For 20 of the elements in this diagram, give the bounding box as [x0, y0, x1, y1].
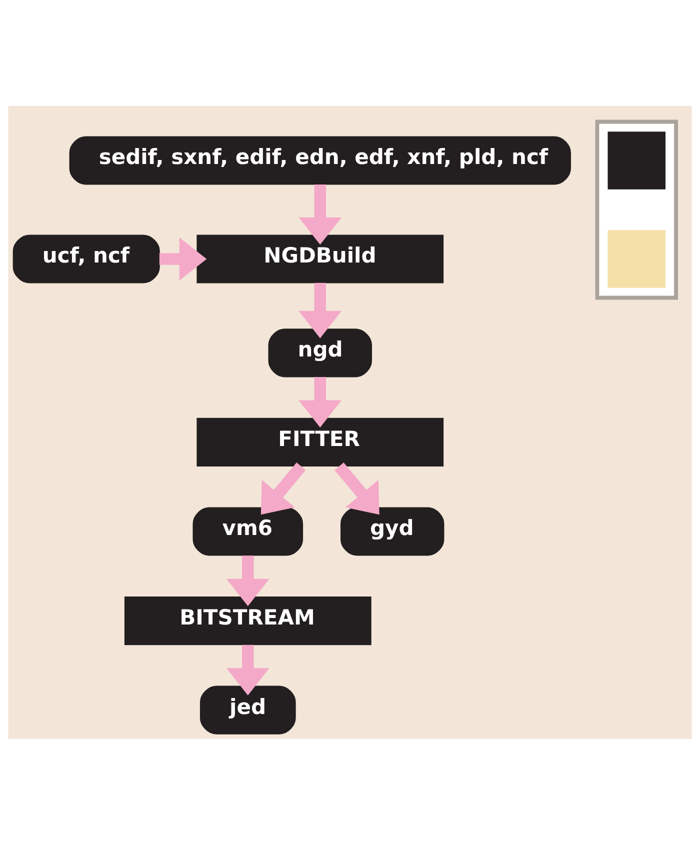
- arrow: [334, 462, 380, 514]
- node-box: ngd: [268, 328, 372, 377]
- node-box: FITTER: [196, 417, 444, 466]
- arrow: [226, 644, 270, 695]
- node-box: jed: [200, 685, 296, 734]
- arrow: [226, 555, 270, 606]
- node-box: ucf, ncf: [12, 234, 160, 283]
- arrow: [159, 237, 207, 280]
- arrow: [298, 376, 342, 428]
- node-box: [608, 131, 666, 189]
- node-box: [608, 230, 666, 288]
- arrow: [260, 462, 306, 514]
- arrow: [298, 282, 342, 338]
- node-box: vm6: [192, 506, 304, 556]
- cluster: [595, 119, 678, 300]
- node-box: BITSTREAM: [124, 596, 372, 645]
- arrow: [298, 184, 342, 244]
- node-box: NGDBuild: [196, 234, 444, 283]
- node-box: sedif, sxnf, edif, edn, edf, xnf, pld, ncf: [69, 136, 571, 184]
- node-box: gyd: [340, 506, 444, 556]
